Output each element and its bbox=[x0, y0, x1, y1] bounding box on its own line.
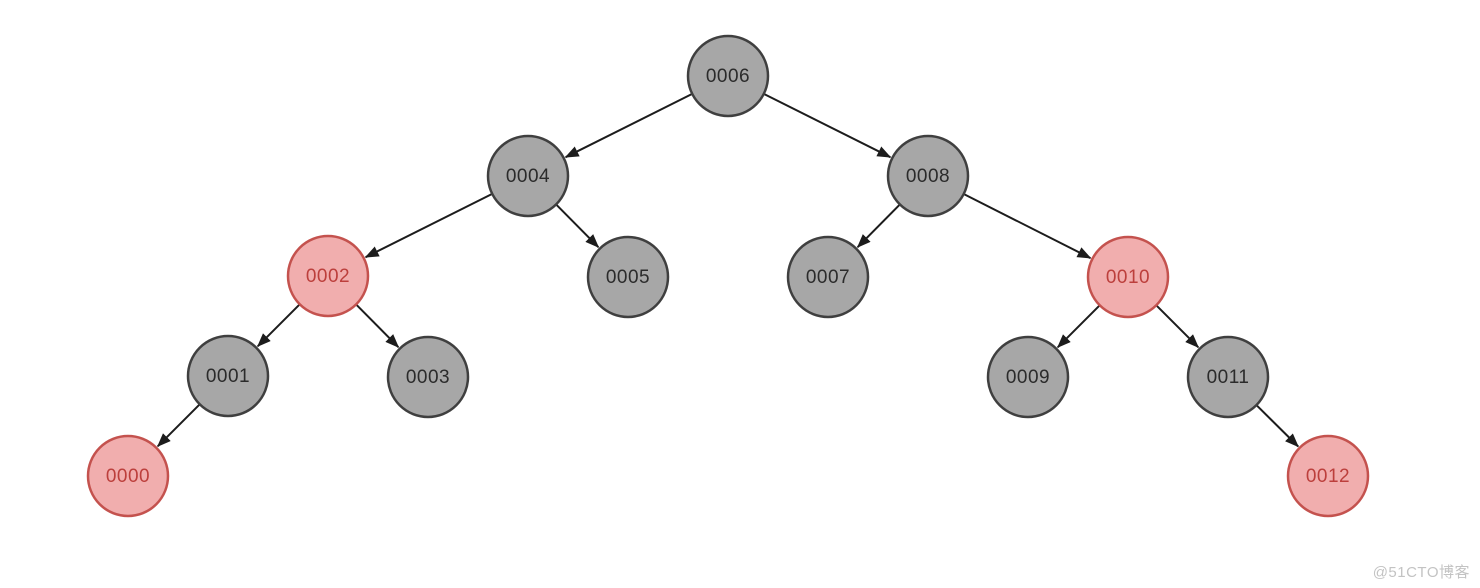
tree-node-0005: 0005 bbox=[586, 235, 670, 319]
tree-edge-0002-0003 bbox=[355, 303, 400, 348]
tree-edge-0006-0004 bbox=[564, 93, 693, 159]
tree-node-circle bbox=[986, 335, 1070, 419]
tree-node-circle bbox=[86, 434, 170, 518]
tree-node-circle bbox=[286, 234, 370, 318]
tree-node-0002: 0002 bbox=[286, 234, 370, 318]
tree-node-0000: 0000 bbox=[86, 434, 170, 518]
tree-node-0004: 0004 bbox=[486, 134, 570, 218]
tree-edge-0010-0009 bbox=[1056, 304, 1101, 349]
tree-node-0006: 0006 bbox=[686, 34, 770, 118]
tree-edge-0010-0011 bbox=[1155, 304, 1200, 349]
tree-node-circle bbox=[486, 134, 570, 218]
tree-node-0011: 0011 bbox=[1186, 335, 1270, 419]
nodes-layer: 0006 0004 0008 0002 0005 0007 0010 0001 0003 0009… bbox=[86, 34, 1370, 518]
tree-node-0007: 0007 bbox=[786, 235, 870, 319]
tree-node-0003: 0003 bbox=[386, 335, 470, 419]
tree-node-circle bbox=[386, 335, 470, 419]
tree-node-circle bbox=[1286, 434, 1370, 518]
tree-node-circle bbox=[786, 235, 870, 319]
tree-node-circle bbox=[586, 235, 670, 319]
tree-edge-0008-0010 bbox=[963, 193, 1092, 259]
tree-node-0010: 0010 bbox=[1086, 235, 1170, 319]
tree-edge-0004-0005 bbox=[555, 203, 600, 248]
watermark: @51CTO博客 bbox=[1372, 564, 1470, 581]
tree-node-circle bbox=[186, 334, 270, 418]
tree-edge-0011-0012 bbox=[1255, 404, 1299, 448]
tree-edge-0006-0008 bbox=[763, 93, 892, 159]
tree-edge-0008-0007 bbox=[856, 203, 901, 248]
tree-edge-0004-0002 bbox=[364, 193, 493, 259]
tree-node-0009: 0009 bbox=[986, 335, 1070, 419]
tree-node-circle bbox=[1186, 335, 1270, 419]
tree-node-0001: 0001 bbox=[186, 334, 270, 418]
tree-node-0008: 0008 bbox=[886, 134, 970, 218]
tree-edge-0001-0000 bbox=[156, 403, 201, 448]
tree-edge-0002-0001 bbox=[256, 303, 301, 348]
tree-node-circle bbox=[686, 34, 770, 118]
tree-node-0012: 0012 bbox=[1286, 434, 1370, 518]
tree-node-circle bbox=[886, 134, 970, 218]
edges-layer bbox=[156, 93, 1299, 448]
tree-node-circle bbox=[1086, 235, 1170, 319]
